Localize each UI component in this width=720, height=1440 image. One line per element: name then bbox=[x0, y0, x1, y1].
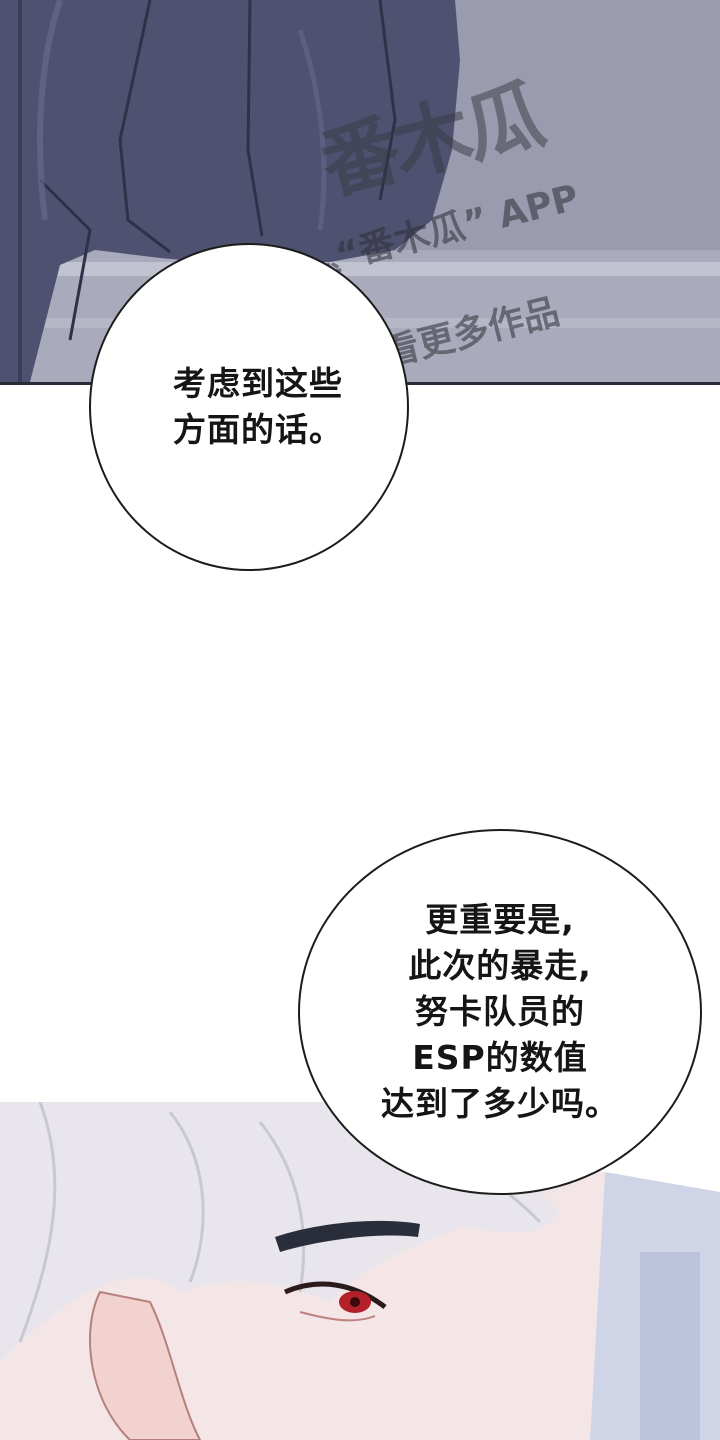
speech-bubble-2: 更重要是, 此次的暴走, 努卡队员的 ESP的数值 达到了多少吗。 bbox=[298, 829, 702, 1195]
speech-bubble-2-text: 更重要是, 此次的暴走, 努卡队员的 ESP的数值 达到了多少吗。 bbox=[381, 900, 619, 1123]
speech-bubble-1: 考虑到这些 方面的话。 bbox=[89, 243, 409, 571]
speech-bubble-1-text: 考虑到这些 方面的话。 bbox=[173, 364, 343, 449]
